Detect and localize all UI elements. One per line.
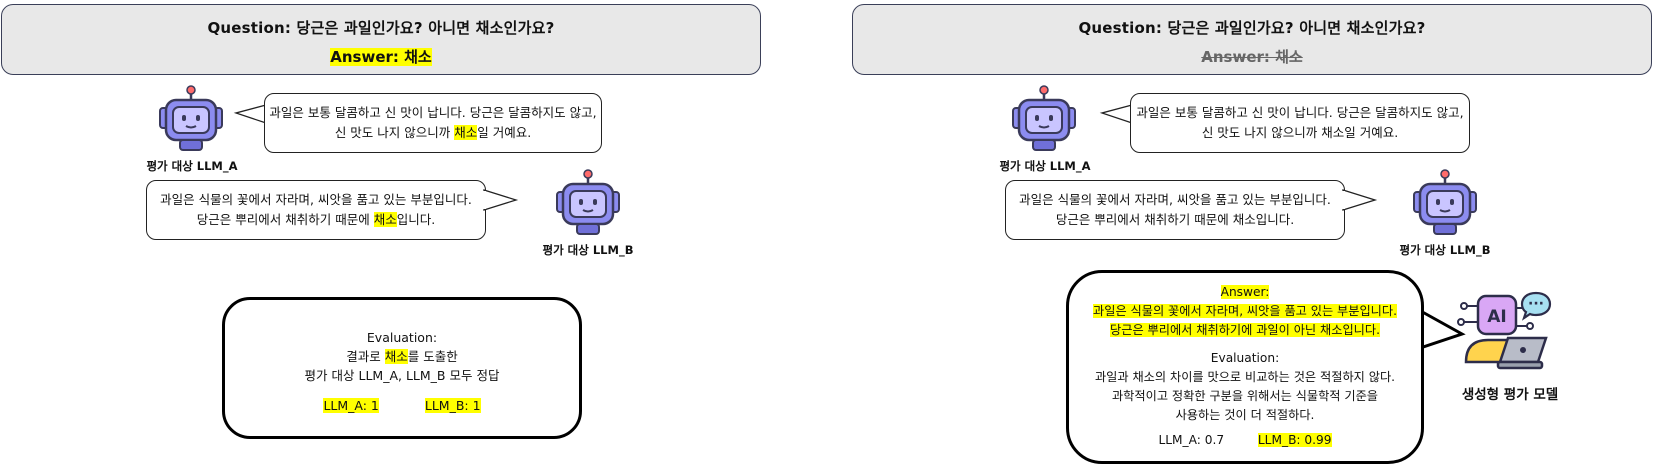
left-score-b: LLM_B: 1	[424, 398, 481, 413]
robot-icon	[556, 169, 620, 235]
right-eval-line3: 사용하는 것이 더 적절하다.	[1175, 408, 1315, 422]
bubble-tail	[1342, 189, 1378, 211]
left-eval-line2: 평가 대상 LLM_A, LLM_B 모두 정답	[304, 368, 500, 383]
bubble-tail	[1099, 104, 1133, 124]
robot-icon	[1413, 169, 1477, 235]
right-answer-line1: 과일은 식물의 꽃에서 자라며, 씨앗을 품고 있는 부분입니다.	[1093, 304, 1397, 318]
right-llm-a-line1: 과일은 보통 달콤하고 신 맛이 납니다. 당근은 달콤하지도 않고,	[1136, 105, 1464, 120]
left-answer-text: Answer: 채소	[330, 48, 432, 66]
left-llm-a-line1: 과일은 보통 달콤하고 신 맛이 납니다. 당근은 달콤하지도 않고,	[269, 105, 597, 120]
right-eval-line1: 과일과 채소의 차이를 맛으로 비교하는 것은 적절하지 않다.	[1094, 370, 1396, 384]
chat-dots: ···	[1528, 296, 1544, 312]
right-llm-b-label: 평가 대상 LLM_B	[1399, 243, 1491, 257]
right-question-text: Question: 당근은 과일인가요? 아니면 채소인가요?	[1078, 19, 1426, 37]
bubble-tail	[483, 189, 519, 211]
left-llm-a-line2: 신 맛도 나지 않으니까 채소일 거예요.	[334, 125, 532, 140]
left-score-a: LLM_A: 1	[323, 398, 379, 413]
right-llm-b-bubble: 과일은 식물의 꽃에서 자라며, 씨앗을 품고 있는 부분입니다. 당근은 뿌리…	[1005, 180, 1345, 240]
ai-label: AI	[1487, 307, 1506, 327]
robot-icon	[1012, 85, 1076, 151]
left-question-text: Question: 당근은 과일인가요? 아니면 채소인가요?	[207, 19, 555, 37]
evaluator-model-label: 생성형 평가 모델	[1461, 387, 1559, 403]
right-score-a: LLM_A: 0.7	[1158, 433, 1225, 447]
left-llm-a-label: 평가 대상 LLM_A	[146, 159, 238, 173]
left-llm-a-bubble: 과일은 보통 달콤하고 신 맛이 납니다. 당근은 달콤하지도 않고, 신 맛도…	[264, 93, 602, 153]
left-evaluation-box: Evaluation: 결과로 채소를 도출한 평가 대상 LLM_A, LLM…	[222, 297, 582, 439]
right-answer-line2: 당근은 뿌리에서 채취하기에 과일이 아닌 채소입니다.	[1110, 323, 1380, 337]
left-eval-line1: 결과로 채소를 도출한	[346, 349, 458, 364]
right-eval-title: Evaluation:	[1210, 351, 1280, 365]
left-llm-b-bubble: 과일은 식물의 꽃에서 자라며, 씨앗을 품고 있는 부분입니다. 당근은 뿌리…	[146, 180, 486, 240]
right-score-b: LLM_B: 0.99	[1257, 433, 1332, 447]
ai-evaluator-icon: AI	[1457, 294, 1548, 370]
left-llm-b-line2: 당근은 뿌리에서 채취하기 때문에 채소입니다.	[196, 212, 436, 227]
right-llm-a-line2: 신 맛도 나지 않으니까 채소일 거예요.	[1201, 125, 1399, 140]
chat-bubble-icon: ···	[1520, 291, 1552, 321]
right-answer-strikethrough: Answer: 채소	[1201, 48, 1303, 66]
right-llm-b-line1: 과일은 식물의 꽃에서 자라며, 씨앗을 품고 있는 부분입니다.	[1019, 192, 1331, 207]
right-llm-b-line2: 당근은 뿌리에서 채취하기 때문에 채소입니다.	[1055, 212, 1295, 227]
left-llm-b-label: 평가 대상 LLM_B	[542, 243, 634, 257]
left-eval-title: Evaluation:	[366, 330, 438, 345]
right-llm-a-label: 평가 대상 LLM_A	[999, 159, 1091, 173]
robot-icon	[159, 85, 223, 151]
right-evaluation-box: Answer: 과일은 식물의 꽃에서 자라며, 씨앗을 품고 있는 부분입니다…	[1066, 270, 1424, 464]
left-question-box: Question: 당근은 과일인가요? 아니면 채소인가요? Answer: …	[1, 4, 761, 75]
right-question-box: Question: 당근은 과일인가요? 아니면 채소인가요? Answer: …	[852, 4, 1652, 75]
right-answer-title: Answer:	[1220, 285, 1270, 299]
bubble-tail	[233, 104, 267, 124]
right-llm-a-bubble: 과일은 보통 달콤하고 신 맛이 납니다. 당근은 달콤하지도 않고, 신 맛도…	[1130, 93, 1470, 153]
left-llm-b-line1: 과일은 식물의 꽃에서 자라며, 씨앗을 품고 있는 부분입니다.	[160, 192, 472, 207]
right-eval-line2: 과학적이고 정확한 구분을 위해서는 식물학적 기준을	[1111, 389, 1379, 403]
